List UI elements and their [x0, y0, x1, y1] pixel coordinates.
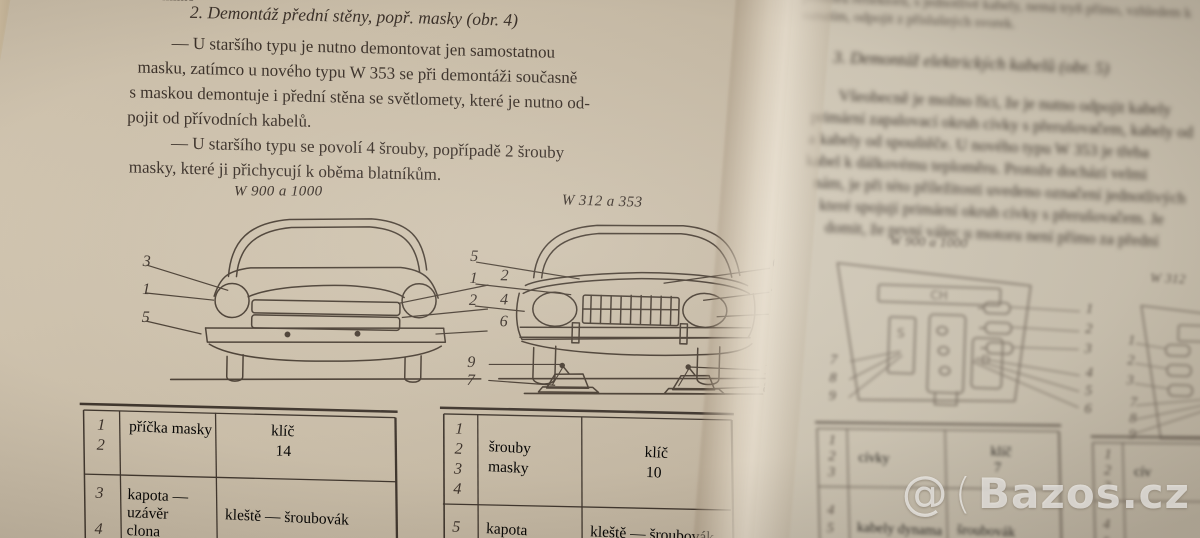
- table-right-first: 1 2 3 cívky klíč 7 4 5 kabely dynama šro…: [808, 410, 1081, 538]
- callout-right2-7: 7: [1129, 395, 1138, 411]
- table2-row1-ref3: 3: [453, 460, 463, 478]
- svg-text:D: D: [981, 353, 991, 367]
- table-right2-row2-ref1: 4: [1102, 517, 1111, 533]
- callout-right-7: 7: [829, 352, 838, 369]
- figure-right-w312: W 312 S 1 2 3 7 8: [1126, 269, 1200, 446]
- table1-row2-ref1: 3: [95, 484, 104, 502]
- callout-right-5: 5: [1084, 383, 1093, 399]
- figure-w312-353-caption: W 312 a 353: [561, 192, 643, 211]
- table2-row1-tool-size: 10: [645, 463, 662, 482]
- table2-row1-ref2: 2: [454, 440, 463, 458]
- table2-row2-part-a: kapota: [485, 520, 528, 538]
- table1-row1-part: příčka masky: [128, 418, 213, 439]
- table2-row1-part-b: masky: [487, 458, 529, 478]
- left-para-4: pojit od přívodních kabelů.: [127, 107, 312, 131]
- table-right1-row2-ref1: 4: [827, 502, 835, 519]
- left-heading: 2. Demontáž přední stěny, popř. masky (o…: [189, 1, 519, 30]
- table1-row2-part-c: clona: [126, 522, 161, 538]
- table-right1-row2-tool: šroubovák: [956, 522, 1016, 538]
- callout-right2-3: 3: [1126, 373, 1134, 389]
- figure-right-w900-1000: W 900 a 1000: [814, 230, 1120, 420]
- callout-right2-2: 2: [1127, 353, 1135, 369]
- callout-lamp-7: 7: [466, 371, 476, 390]
- left-para-1: — U staršího typu je nutno demontovat je…: [171, 33, 556, 62]
- table-right1-row2-ref2: 5: [826, 520, 835, 537]
- left-page-text: mimo 2. Demontáž přední stěny, popř. mas…: [109, 0, 730, 184]
- table-w900-1000: 1 2 příčka masky klíč 14 3 4 kapota — uz…: [72, 392, 406, 538]
- table-right1-row2-part: kabely dynama: [856, 520, 943, 538]
- table-right1-row1-part: cívky: [858, 450, 890, 467]
- table1-row2-ref2: 4: [94, 520, 103, 538]
- table1-row1-ref2: 2: [96, 436, 105, 454]
- callout-right2-8: 8: [1129, 411, 1137, 427]
- callout-right-3: 3: [1084, 341, 1092, 357]
- table-right2-row1-part: cív: [1133, 464, 1152, 481]
- table2-row1-part-a: šrouby: [488, 438, 532, 458]
- callout-right-2: 2: [1085, 321, 1093, 337]
- figure-right-w900-caption: W 900 a 1000: [890, 232, 968, 251]
- figure-right-w312-caption: W 312: [1150, 269, 1187, 287]
- left-page: mimo 2. Demontáž přední stěny, popř. mas…: [0, 0, 819, 538]
- table-right1-row1-ref2: 2: [828, 448, 836, 465]
- table-right-second: 1 2 3 cív 4 5 6: [1084, 424, 1200, 538]
- table-right2-row1-ref1: 1: [1104, 447, 1112, 463]
- figure-w900-1000-caption: W 900 a 1000: [233, 183, 323, 200]
- callout-right-4: 4: [1085, 365, 1094, 381]
- table2-row1-tool: klíč: [644, 443, 669, 462]
- left-para-5: — U staršího typu se povolí 4 šrouby, po…: [170, 133, 565, 162]
- table-right1-row1-tool: klíč: [990, 444, 1012, 461]
- callout-right-9: 9: [828, 388, 837, 404]
- table1-row1-tool: klíč: [270, 422, 295, 441]
- callout-right-1: 1: [1085, 301, 1094, 317]
- right-page: prostoru reflektorů, s jednotlivé kabely…: [745, 0, 1200, 538]
- table2-row2-ref1: 5: [451, 518, 461, 536]
- table1-row1-ref1: 1: [96, 416, 106, 435]
- table-right1-row1-ref1: 1: [828, 432, 836, 449]
- callout-right-6: 6: [1084, 401, 1092, 417]
- svg-text:CH: CH: [930, 288, 948, 303]
- table-right2-row1-ref2: 2: [1103, 463, 1112, 479]
- table2-row1-ref4: 4: [453, 480, 462, 498]
- figure-w900-1000: W 900 a 1000: [142, 181, 512, 383]
- table1-row2-part-b: uzávěr: [126, 504, 169, 523]
- callout-right-8: 8: [829, 370, 837, 387]
- table1-row1-tool-size: 14: [275, 442, 292, 461]
- table-right2-row1-ref3: 3: [1103, 479, 1111, 495]
- right-heading: 3. Demontáž elektrických kabelů (obr. 5): [833, 47, 1110, 79]
- svg-text:S: S: [897, 326, 905, 340]
- table2-row1-ref1: 1: [455, 420, 464, 438]
- right-page-text: prostoru reflektorů, s jednotlivé kabely…: [791, 0, 1200, 253]
- callout-lamp-9: 9: [467, 353, 476, 372]
- table-right1-row1-tool-size: 7: [994, 460, 1002, 476]
- callout-right2-1: 1: [1127, 333, 1136, 349]
- table-right1-row1-ref3: 3: [827, 464, 836, 481]
